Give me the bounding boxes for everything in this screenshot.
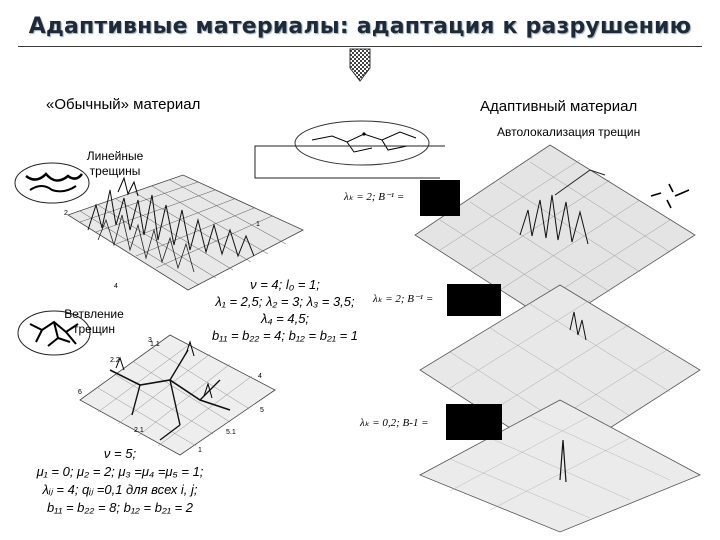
matrix-box-top <box>420 180 460 216</box>
crack-autolocalization-subheading: Автолокализация трещин <box>497 125 641 139</box>
matrix-box-mid <box>447 284 501 316</box>
linear-cracks-icon <box>14 162 90 204</box>
connector-bracket <box>254 145 445 179</box>
bottom-parameters: ν = 5; μ₁ = 0; μ₂ = 2; μ₃ =μ₄ =μ₅ = 1; λ… <box>10 445 230 517</box>
branching-cracks-label: Ветвление трещин <box>64 307 124 336</box>
localized-crack-icon <box>650 183 690 209</box>
center-param-line-1: ν = 4; l₀ = 1; <box>250 277 320 292</box>
tick-1b: 1 <box>198 447 202 454</box>
tick-2: 2 <box>64 210 68 217</box>
tick-3: 3 <box>148 337 152 344</box>
title-divider <box>18 46 702 47</box>
tick-2-2: 2.2 <box>110 357 120 364</box>
lambda-label-mid: λₖ = 2; B⁻¹ = <box>373 293 434 305</box>
bottom-param-line-2: μ₁ = 0; μ₂ = 2; μ₃ =μ₄ =μ₅ = 1; <box>36 464 204 479</box>
center-parameters: ν = 4; l₀ = 1; λ₁ = 2,5; λ₂ = 3; λ₃ = 3,… <box>190 276 380 344</box>
adaptive-material-heading: Адаптивный материал <box>480 98 638 115</box>
surface-plot-branching-cracks: 3 1.1 2.2 6 4 5 2.1 5.1 1 <box>78 334 276 456</box>
tick-5: 5 <box>260 407 264 414</box>
center-param-line-3: λ₄ = 4,5; <box>260 311 310 326</box>
tick-2-1: 2.1 <box>134 427 144 434</box>
center-param-line-2: λ₁ = 2,5; λ₂ = 3; λ₃ = 3,5; <box>215 294 355 309</box>
down-arrow-icon <box>349 48 371 82</box>
tick-5-1: 5.1 <box>226 429 236 436</box>
crack-network-diagram <box>294 120 430 166</box>
tick-1: 1 <box>256 221 260 228</box>
tick-6: 6 <box>78 389 82 396</box>
bottom-param-line-4: b₁₁ = b₂₂ = 8; b₁₂ = b₂₁ = 2 <box>46 500 194 515</box>
surface-plot-linear-cracks: 2 1 4 <box>64 174 304 291</box>
lambda-label-bottom: λₖ = 0,2; B-1 = <box>360 417 429 429</box>
adaptive-surface-plots <box>414 144 701 533</box>
center-param-line-4: b₁₁ = b₂₂ = 4; b₁₂ = b₂₁ = 1 <box>211 328 359 343</box>
linear-cracks-label: Линейные трещины <box>86 149 144 178</box>
branching-cracks-icon <box>17 310 91 356</box>
tick-4: 4 <box>114 283 118 290</box>
bottom-param-line-3: λᵢⱼ = 4; qᵢⱼ =0,1 для всех i, j; <box>42 482 198 497</box>
page-title: Адаптивные материалы: адаптация к разруш… <box>28 14 692 39</box>
adaptive-surface-3 <box>419 399 701 533</box>
lambda-label-top: λₖ = 2; B⁻¹ = <box>344 191 405 203</box>
tick-4: 4 <box>258 373 262 380</box>
ordinary-material-heading: «Обычный» материал <box>46 96 201 113</box>
tick-1-1: 1.1 <box>150 341 160 348</box>
bottom-param-line-1: ν = 5; <box>103 446 137 461</box>
matrix-box-bottom <box>446 404 502 440</box>
